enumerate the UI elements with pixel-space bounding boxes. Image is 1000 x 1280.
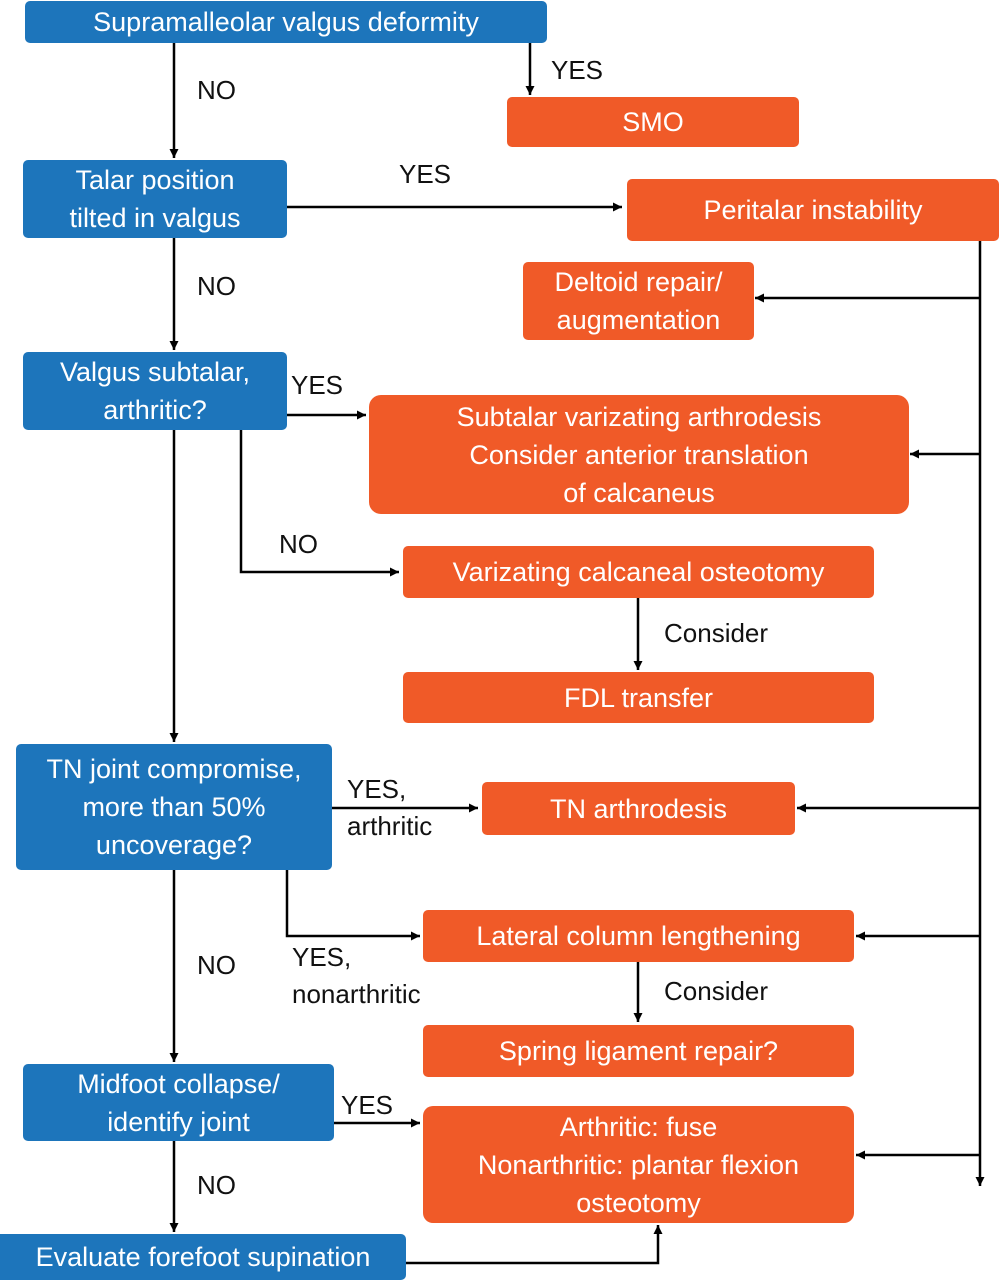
node-subtalar-varizating-arthrodesis: Subtalar varizating arthrodesis Consider… <box>369 395 909 514</box>
edge-label-consider-spring: Consider <box>664 976 769 1006</box>
node-deltoid-repair: Deltoid repair/ augmentation <box>523 262 754 340</box>
edge-label-yes-peritalar: YES <box>399 159 452 189</box>
edge-label-no-2: NO <box>197 271 236 301</box>
edge-label-no-3: NO <box>197 950 236 980</box>
edge-label-consider-fdl: Consider <box>664 618 769 648</box>
node-midfoot-collapse: Midfoot collapse/ identify joint <box>23 1064 334 1141</box>
node-arthritic-fuse: Arthritic: fuse Nonarthritic: plantar fl… <box>423 1106 854 1223</box>
node-tn-joint-compromise: TN joint compromise, more than 50% uncov… <box>16 744 332 870</box>
node-valgus-subtalar: Valgus subtalar, arthritic? <box>23 352 287 430</box>
node-evaluate-forefoot-supination: Evaluate forefoot supination <box>0 1234 406 1280</box>
node-talar-position: Talar position tilted in valgus <box>23 160 287 238</box>
arrow-tn-joint-to-lateral-column <box>285 870 420 941</box>
node-smo: SMO <box>507 97 799 147</box>
node-tn-arthrodesis: TN arthrodesis <box>482 782 795 835</box>
node-peritalar-instability: Peritalar instability <box>627 179 999 241</box>
edge-label-yes-subtalar: YES <box>291 370 344 400</box>
edge-label-yes-nonarthritic: YES, nonarthritic <box>292 942 421 1009</box>
node-varizating-calcaneal-osteotomy: Varizating calcaneal osteotomy <box>403 546 874 598</box>
node-supramalleolar-valgus-deformity: Supramalleolar valgus deformity <box>25 1 547 43</box>
arrow-valgus-subtalar-to-varizating-osteotomy <box>239 430 399 577</box>
edge-label-no-4: NO <box>197 1170 236 1200</box>
node-fdl-transfer: FDL transfer <box>403 672 874 723</box>
node-lateral-column-lengthening: Lateral column lengthening <box>423 910 854 962</box>
edge-label-no-osteotomy: NO <box>279 529 318 559</box>
node-spring-ligament-repair: Spring ligament repair? <box>423 1025 854 1077</box>
arrow-forefoot-to-arthritic-fuse <box>406 1225 663 1265</box>
edge-label-no-1: NO <box>197 75 236 105</box>
edge-label-yes-midfoot: YES <box>341 1090 394 1120</box>
edge-label-yes-arthritic: YES, arthritic <box>347 774 433 841</box>
edge-label-yes-smo: YES <box>551 55 604 85</box>
